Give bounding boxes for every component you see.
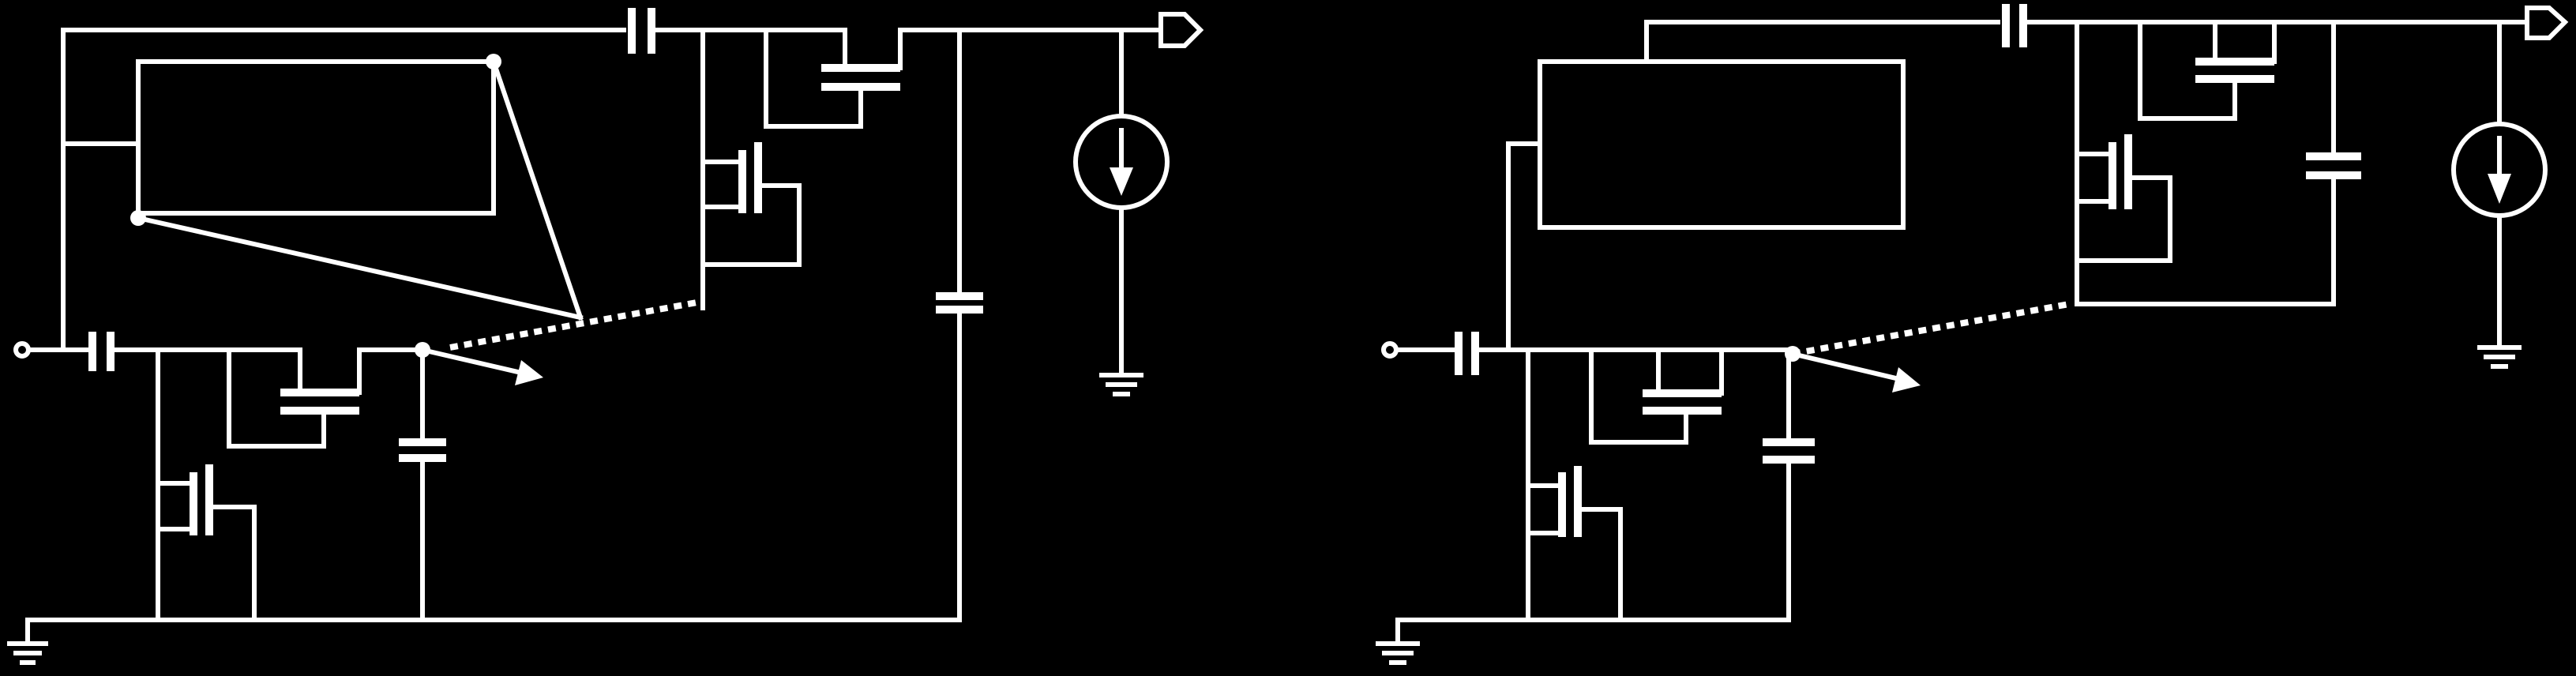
current-source-icon <box>1073 114 1170 210</box>
mosfet-icon <box>1526 347 1623 622</box>
ground-icon <box>1376 641 1420 665</box>
mosfet-icon <box>227 347 425 449</box>
right-block <box>1538 59 1906 230</box>
mosfet-icon <box>156 347 257 622</box>
capacitor-icon <box>88 332 115 371</box>
ground-icon <box>1099 373 1143 396</box>
left-tri-line-2 <box>135 215 584 321</box>
output-terminal-icon <box>2525 6 2569 40</box>
capacitor-icon <box>1763 438 1815 464</box>
ground-icon <box>7 641 48 665</box>
output-terminal-icon <box>1158 12 1204 48</box>
left-circuit <box>7 8 1204 665</box>
arrow-icon <box>1892 367 1921 392</box>
mosfet-icon <box>1589 347 1795 445</box>
mosfet-icon <box>2075 134 2172 263</box>
mosfet-icon <box>764 28 1124 129</box>
capacitor-icon <box>1455 332 1479 375</box>
current-source-icon <box>2451 122 2548 218</box>
arrow-icon <box>515 360 543 385</box>
capacitor-icon <box>628 8 655 54</box>
mosfet-icon <box>700 142 802 267</box>
ground-icon <box>2477 345 2522 369</box>
right-dotted-line <box>1792 301 2070 357</box>
left-top-wire <box>61 28 626 350</box>
left-block <box>136 59 496 216</box>
capacitor-icon <box>2002 4 2027 47</box>
right-circuit <box>1376 4 2569 665</box>
capacitor-icon <box>2306 152 2361 179</box>
mosfet-icon <box>2138 20 2277 121</box>
left-tri-line-1 <box>490 58 584 321</box>
